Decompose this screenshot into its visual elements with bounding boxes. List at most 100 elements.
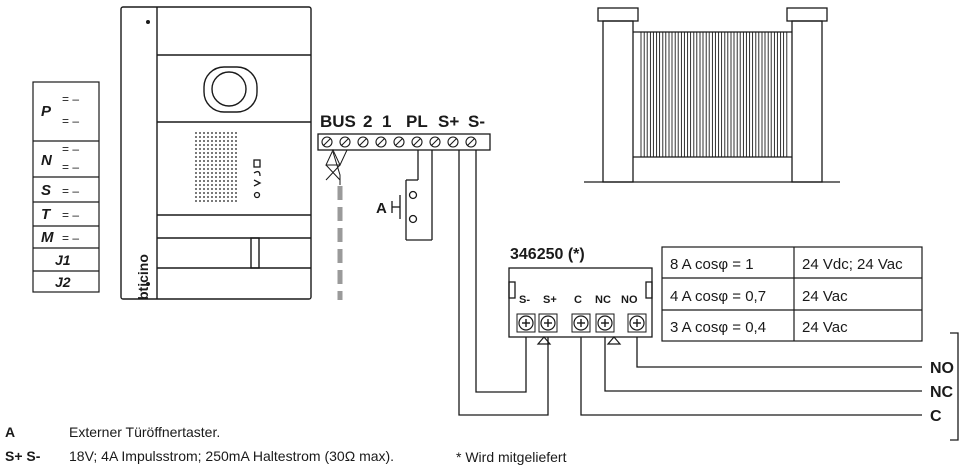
grille-dot [207,144,209,146]
grille-dot [195,184,197,186]
grille-dot [195,160,197,162]
grille-dot [227,144,229,146]
grille-dot [223,196,225,198]
grille-dot [215,136,217,138]
grille-dot [231,144,233,146]
grille-dot [235,196,237,198]
gate-bar [758,31,763,158]
grille-dot [215,148,217,150]
grille-dot [215,188,217,190]
grille-dot [227,156,229,158]
relay-screw [627,313,647,333]
gate-bar [696,31,701,158]
gate-bar [752,31,757,158]
config-key-s: S [41,182,51,199]
grille-dot [195,132,197,134]
grille-dot [219,152,221,154]
grille-dot [195,148,197,150]
gate-bar [764,31,769,158]
grille-dot [211,144,213,146]
output-label-no: NO [930,360,954,377]
gate-bars [640,31,788,158]
grille-dot [207,168,209,170]
grille-dot [215,172,217,174]
relay-terminal-s-minus: S- [519,294,530,306]
grille-dot [219,148,221,150]
grille-dot [219,140,221,142]
rating-voltage-3: 24 Vac [802,319,848,336]
legend-text-s: 18V; 4A Impulsstrom; 250mA Haltestrom (3… [69,448,395,464]
grille-dot [223,180,225,182]
relay-screw [538,313,558,333]
relay-screw [571,313,591,333]
grille-dot [211,196,213,198]
grille-dot [219,188,221,190]
grille-dot [203,144,205,146]
gate-bar [721,31,726,158]
relay-terminal-s-plus: S+ [543,294,557,306]
gate-bar [646,31,651,158]
output-label-c: C [930,408,942,425]
grille-dot [195,192,197,194]
grille-dot [211,168,213,170]
grille-dot [227,152,229,154]
grille-dot [223,188,225,190]
grille-dot [211,136,213,138]
grille-dot [211,140,213,142]
grille-dot [227,188,229,190]
grille-dot [219,136,221,138]
grille-dot [211,172,213,174]
output-wiring [580,332,959,441]
config-value-m: = – [62,231,79,245]
legend-key-a: A [5,424,16,440]
grille-dot [215,168,217,170]
grille-dot [195,196,197,198]
grille-dot [235,148,237,150]
grille-dot [211,176,213,178]
grille-dot [219,192,221,194]
legend-row-a: A Externer Türöffnertaster. [5,424,405,442]
door-entry-panel [120,6,312,300]
grille-dot [223,200,225,202]
grille-dot [207,172,209,174]
grille-dot [235,200,237,202]
grille-dot [235,132,237,134]
gate-bar [745,31,751,158]
terminal-screw [393,136,405,148]
config-value-s: = – [62,184,79,198]
grille-dot [203,140,205,142]
grille-dot [195,152,197,154]
pushbutton-label: A [376,200,387,217]
grille-dot [223,132,225,134]
grille-dot [195,156,197,158]
grille-dot [231,180,233,182]
grille-dot [211,188,213,190]
grille-dot [203,136,205,138]
grille-dot [207,180,209,182]
grille-dot [207,156,209,158]
grille-dot [199,192,201,194]
grille-dot [203,164,205,166]
grille-dot [219,176,221,178]
grille-dot [235,160,237,162]
grille-dot [195,136,197,138]
grille-dot [203,132,205,134]
config-key-n: N [41,152,53,169]
grille-dot [231,152,233,154]
grille-dot [215,196,217,198]
grille-dot [223,168,225,170]
config-key-j2: J2 [55,274,71,290]
grille-dot [227,168,229,170]
grille-dot [231,172,233,174]
grille-dot [199,132,201,134]
gate-bar [727,31,732,158]
grille-dot [199,136,201,138]
grille-dot [215,164,217,166]
relay-terminal-no: NO [621,294,638,306]
grille-dot [235,136,237,138]
grille-dot [207,200,209,202]
grille-dot [203,160,205,162]
legend-text-a: Externer Türöffnertaster. [69,424,221,440]
gate-bar [708,31,713,158]
gate-bar [640,31,645,158]
